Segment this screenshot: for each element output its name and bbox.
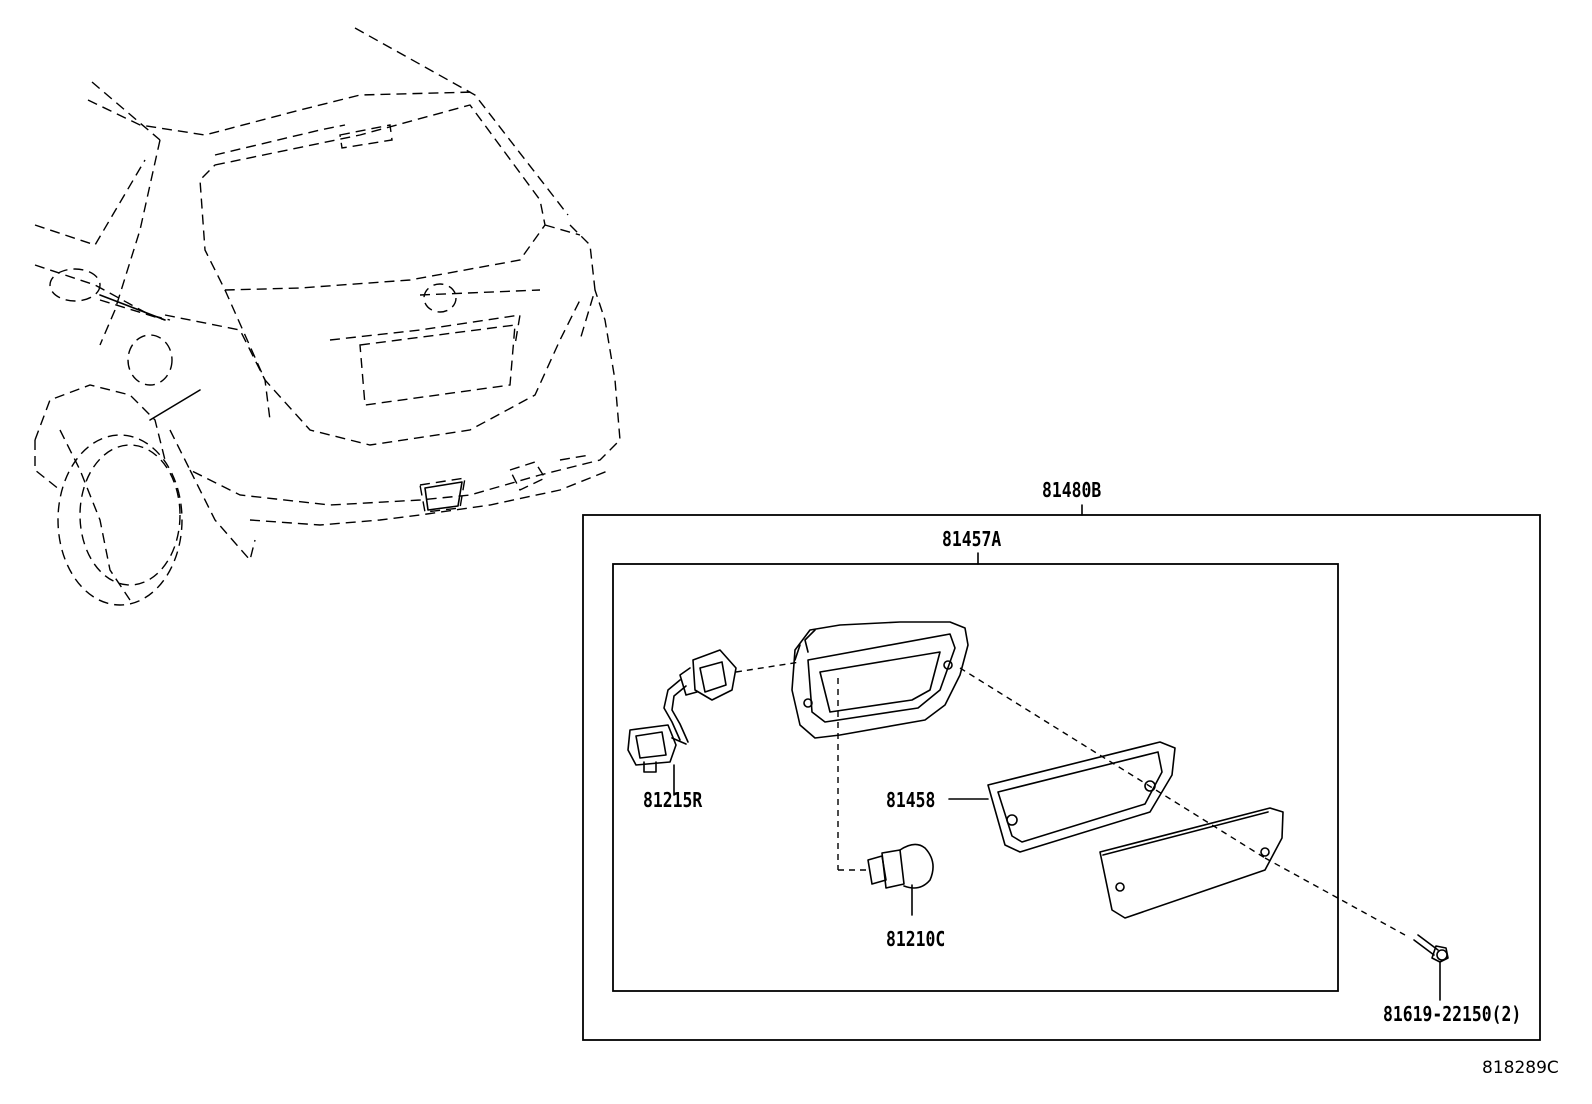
- screw-icon: [1413, 934, 1449, 1001]
- part-label-assembly: 81480B: [1042, 478, 1102, 502]
- part-label-sub-assembly: 81457A: [942, 527, 1002, 551]
- part-label-screw: 81619-22150(2): [1383, 1002, 1522, 1026]
- sub-assembly-box: [612, 563, 1339, 992]
- socket-wire-icon: [627, 649, 737, 796]
- part-label-socket-wire: 81215R: [643, 788, 703, 812]
- bulb-icon: [867, 843, 934, 916]
- part-label-gasket: 81458: [886, 788, 936, 812]
- gasket-icon: [948, 741, 1176, 853]
- part-label-bulb: 81210C: [886, 927, 946, 951]
- assembly-box: [582, 514, 1541, 1041]
- illustration-code: 818289C: [1482, 1058, 1559, 1078]
- vehicle-rear-outline-icon: [34, 27, 621, 606]
- lamp-housing-icon: [791, 621, 969, 739]
- lens-icon: [1099, 807, 1284, 919]
